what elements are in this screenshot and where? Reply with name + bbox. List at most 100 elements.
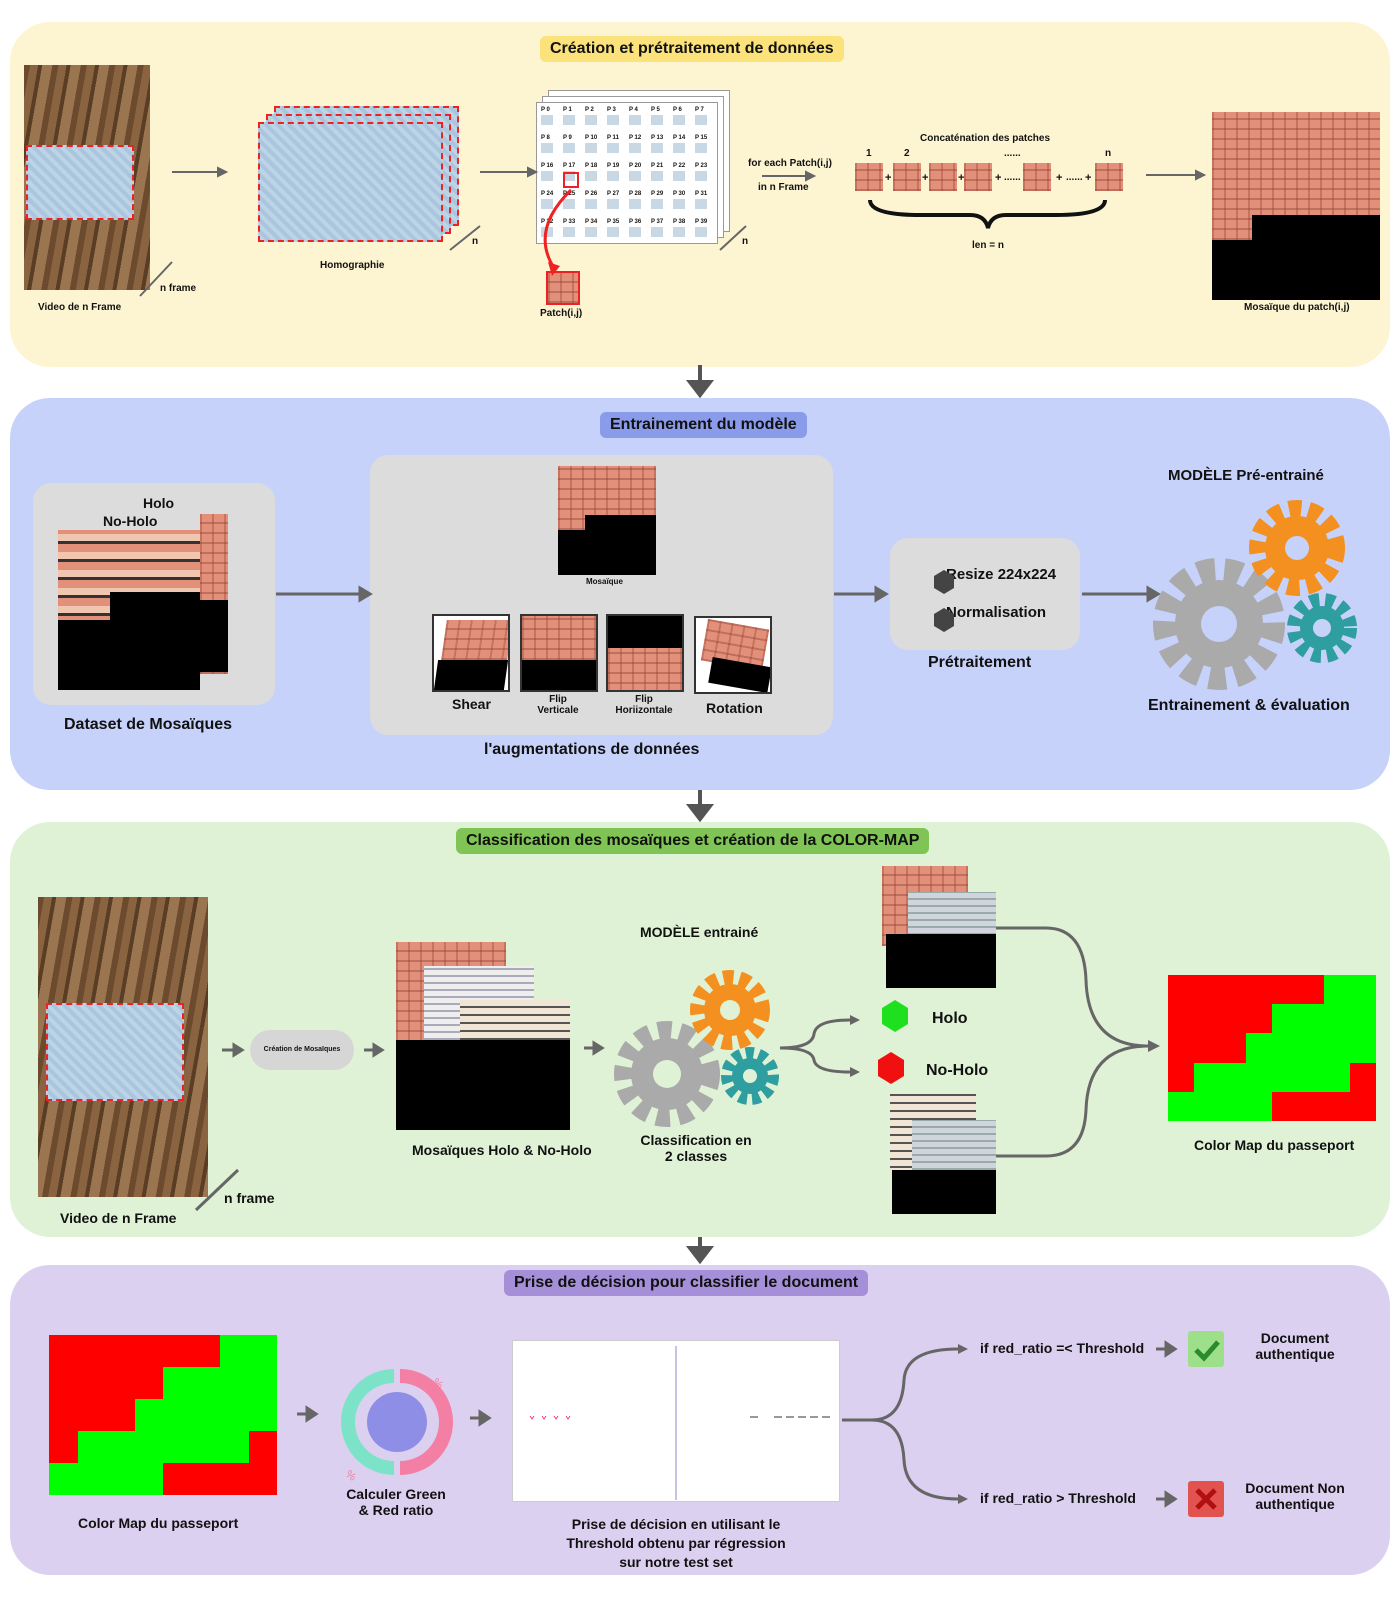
grid-cell-label: P 15 bbox=[695, 135, 708, 141]
colormap-cell bbox=[1350, 1091, 1376, 1121]
grid-cell-label: P 17 bbox=[563, 163, 576, 169]
grid-cell-label: P 28 bbox=[629, 191, 642, 197]
grid-cell-image bbox=[629, 171, 641, 181]
grid-cell-image bbox=[563, 115, 575, 125]
grid-cell-image bbox=[695, 199, 707, 209]
grid-cell-label: P 30 bbox=[673, 191, 686, 197]
grid-cell: P 16 bbox=[541, 163, 561, 187]
grid-cell-label: P 18 bbox=[585, 163, 598, 169]
colormap-cell bbox=[1194, 1033, 1220, 1063]
concat-index-2: 2 bbox=[904, 148, 910, 159]
grid-cell: P 39 bbox=[695, 219, 715, 243]
plot-point bbox=[798, 1416, 806, 1418]
colormap-cell bbox=[106, 1463, 135, 1495]
augment-mosaic-black-step bbox=[585, 515, 656, 531]
colormap-cell bbox=[49, 1399, 78, 1431]
flip-h-sample bbox=[606, 614, 684, 692]
colormap-cell bbox=[77, 1399, 106, 1431]
colormap-cell bbox=[1272, 1062, 1298, 1092]
grid-cell: P 7 bbox=[695, 107, 715, 131]
dataset-label: Dataset de Mosaïques bbox=[64, 716, 233, 733]
grid-cell-image bbox=[695, 227, 707, 237]
colormap-cell bbox=[77, 1367, 106, 1399]
colormap-cell bbox=[49, 1335, 78, 1367]
normalisation-label: Normalisation bbox=[946, 604, 1047, 621]
plus-sign: + bbox=[885, 172, 891, 184]
gear-gray-icon-2 bbox=[614, 1021, 720, 1127]
grid-cell: P 18 bbox=[585, 163, 605, 187]
grid-cell-label: P 7 bbox=[695, 107, 704, 113]
plot-point bbox=[541, 1415, 547, 1420]
colormap-cell bbox=[77, 1431, 106, 1463]
grid-cell-label: P 27 bbox=[607, 191, 620, 197]
plot-point bbox=[774, 1416, 782, 1418]
grid-cell: P 10 bbox=[585, 135, 605, 159]
rotation-label: Rotation bbox=[706, 700, 763, 716]
concat-patch-1 bbox=[855, 163, 883, 191]
grid-cell-image bbox=[629, 143, 641, 153]
colormap-cell bbox=[1324, 975, 1350, 1005]
model-trained-label: MODÈLE entrainé bbox=[640, 924, 759, 940]
grid-cell-label: P 20 bbox=[629, 163, 642, 169]
grid-cell-label: P 29 bbox=[651, 191, 664, 197]
grid-cell: P 20 bbox=[629, 163, 649, 187]
document-not-authentic-label: Document Non authentique bbox=[1245, 1480, 1345, 1512]
video-label: Video de n Frame bbox=[38, 302, 122, 313]
grid-cell-image bbox=[673, 199, 685, 209]
grid-cell-image bbox=[651, 143, 663, 153]
grid-cell-image bbox=[651, 115, 663, 125]
grid-cell: P 35 bbox=[607, 219, 627, 243]
grid-cell-label: P 8 bbox=[541, 135, 550, 141]
grid-cell-image bbox=[651, 199, 663, 209]
gear-orange-icon bbox=[1249, 500, 1345, 596]
flip-h-black bbox=[608, 616, 682, 648]
condition-authentic: if red_ratio =< Threshold bbox=[980, 1340, 1145, 1356]
colormap-cell bbox=[1298, 1004, 1324, 1034]
colormap-cell bbox=[191, 1463, 220, 1495]
colormap-cell bbox=[1298, 1033, 1324, 1063]
colormap-cell bbox=[1246, 1004, 1272, 1034]
grid-cell-label: P 23 bbox=[695, 163, 708, 169]
colormap-cell bbox=[1194, 1062, 1220, 1092]
plus-sign: + bbox=[1085, 172, 1091, 184]
grid-cell-image bbox=[629, 227, 641, 237]
class-holo-label: Holo bbox=[932, 1010, 968, 1027]
grid-cell-image bbox=[607, 115, 619, 125]
grid-cell-label: P 10 bbox=[585, 135, 598, 141]
grid-cell-label: P 2 bbox=[585, 107, 594, 113]
grid-cell-label: P 3 bbox=[607, 107, 616, 113]
grid-cell-label: P 14 bbox=[673, 135, 686, 141]
plot-point bbox=[810, 1416, 818, 1418]
grid-cell-image bbox=[607, 171, 619, 181]
grid-cell: P 5 bbox=[651, 107, 671, 131]
grid-cell-label: P 31 bbox=[695, 191, 708, 197]
plot-point bbox=[822, 1416, 830, 1418]
colormap-passport-2 bbox=[49, 1335, 277, 1495]
concat-dots-mid: ...... bbox=[1004, 172, 1021, 183]
grid-n-label: n bbox=[742, 236, 749, 247]
colormap-cell bbox=[1194, 975, 1220, 1005]
colormap-cell bbox=[191, 1367, 220, 1399]
grid-cell-label: P 13 bbox=[651, 135, 664, 141]
colormap-cell bbox=[1272, 1033, 1298, 1063]
colormap-cell bbox=[49, 1463, 78, 1495]
plot-point bbox=[750, 1416, 758, 1418]
cross-mark bbox=[1195, 1488, 1217, 1510]
grid-cell: P 36 bbox=[629, 219, 649, 243]
grid-cell-image bbox=[585, 115, 597, 125]
colormap-cell bbox=[1350, 1004, 1376, 1034]
colormap-cell bbox=[1220, 1033, 1246, 1063]
grid-cell-image bbox=[673, 171, 685, 181]
grid-cell-label: P 34 bbox=[585, 219, 598, 225]
grid-cell: P 19 bbox=[607, 163, 627, 187]
colormap-cell bbox=[1246, 975, 1272, 1005]
colormap-cell bbox=[106, 1431, 135, 1463]
augment-mosaic-label: Mosaïque bbox=[586, 577, 623, 586]
preprocess-box bbox=[890, 538, 1080, 650]
grid-cell: P 31 bbox=[695, 191, 715, 215]
grid-cell-image bbox=[607, 143, 619, 153]
noholo-label: No-Holo bbox=[103, 513, 158, 529]
